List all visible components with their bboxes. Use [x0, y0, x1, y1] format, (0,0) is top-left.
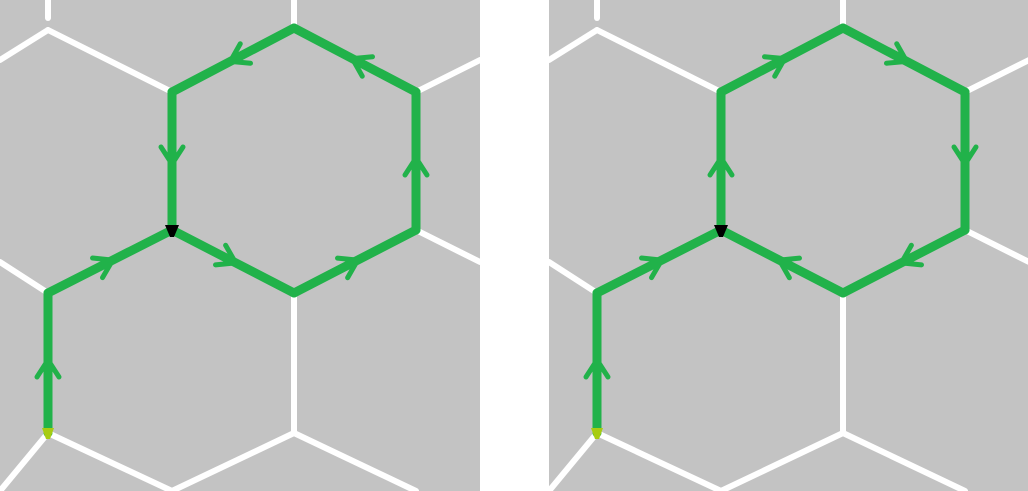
- direction-arrow: [898, 242, 924, 268]
- direction-arrow: [402, 155, 430, 178]
- junction-marker: [714, 225, 728, 237]
- direction-arrow: [639, 255, 665, 281]
- grid-edge: [962, 227, 1028, 265]
- direction-arrow: [335, 255, 361, 281]
- start-marker: [42, 428, 54, 439]
- grid-edge: [549, 259, 600, 296]
- grid-edge: [840, 430, 968, 491]
- grid-edge: [0, 27, 51, 63]
- grid-edge: [0, 430, 51, 491]
- grid-edge: [45, 27, 175, 95]
- left-hex-diagram: [0, 0, 480, 491]
- hex-grid: [549, 0, 1028, 491]
- grid-edge: [594, 430, 724, 491]
- path-markers: [591, 225, 728, 439]
- grid-edge: [0, 259, 51, 296]
- direction-arrow: [34, 357, 62, 380]
- direction-arrow: [158, 144, 186, 167]
- direction-arrow: [776, 255, 802, 281]
- direction-arrow: [583, 357, 611, 380]
- grid-edge: [962, 57, 1028, 95]
- grid-edge: [45, 430, 175, 491]
- direction-arrow: [349, 54, 376, 79]
- path-segments: [34, 23, 430, 438]
- grid-edge: [549, 430, 600, 491]
- grid-edge: [413, 227, 480, 265]
- grid-edge: [169, 430, 297, 491]
- grid-edge: [413, 57, 480, 95]
- left-hex-path-panel: [0, 0, 480, 491]
- grid-edge: [718, 430, 846, 491]
- direction-arrow: [761, 54, 788, 79]
- direction-arrow: [951, 144, 979, 167]
- direction-arrow: [90, 255, 116, 281]
- junction-marker: [165, 225, 179, 237]
- grid-edge: [291, 430, 419, 491]
- path-markers: [42, 225, 179, 439]
- path-segments: [583, 23, 979, 438]
- grid-edge: [549, 27, 600, 63]
- grid-edge: [594, 27, 724, 95]
- direction-arrow: [227, 41, 254, 66]
- hex-grid: [0, 0, 480, 491]
- start-marker: [591, 428, 603, 439]
- right-hex-path-panel: [549, 0, 1028, 491]
- direction-arrow: [213, 242, 239, 268]
- direction-arrow: [707, 155, 735, 178]
- direction-arrow: [883, 41, 910, 66]
- right-hex-diagram: [549, 0, 1028, 491]
